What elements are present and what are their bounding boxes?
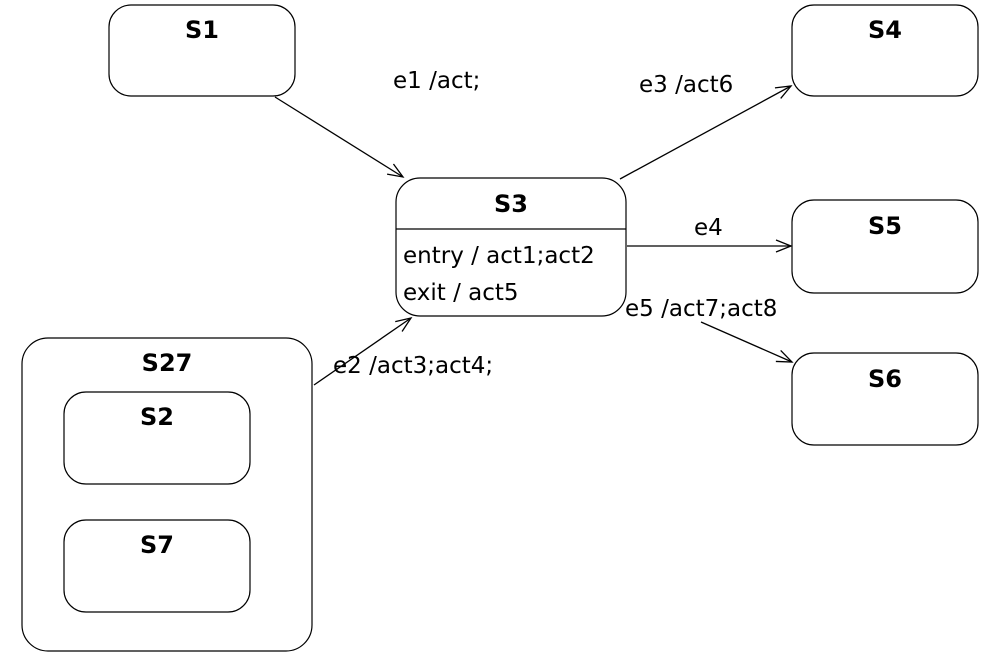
state-s4[interactable]: S4 xyxy=(791,4,979,97)
state-s7-name: S7 xyxy=(140,531,174,559)
transition-s1-s3-arrow xyxy=(274,96,405,178)
state-s4-box xyxy=(791,4,979,97)
state-s2-box xyxy=(63,391,251,485)
state-s3[interactable]: S3 entry / act1;act2 exit / act5 xyxy=(395,177,627,317)
transition-s3-s6-arrow xyxy=(700,321,794,363)
state-s6-box xyxy=(791,352,979,446)
transition-s1-s3-label: e1 /act; xyxy=(393,68,480,94)
state-s6-name: S6 xyxy=(868,365,902,393)
state-s5-name: S5 xyxy=(868,212,902,240)
state-s7[interactable]: S7 xyxy=(63,519,251,613)
state-s2[interactable]: S2 xyxy=(63,391,251,485)
transition-s3-s6[interactable]: e5 /act7;act8 xyxy=(625,296,794,363)
state-s6[interactable]: S6 xyxy=(791,352,979,446)
transition-s3-s6-label: e5 /act7;act8 xyxy=(625,296,777,322)
transition-s3-s4[interactable]: e3 /act6 xyxy=(619,72,793,180)
transition-s3-s4-label: e3 /act6 xyxy=(639,72,733,98)
transition-s3-s4-arrow xyxy=(619,85,793,180)
state-s1-box xyxy=(108,4,296,97)
transition-s1-s3[interactable]: e1 /act; xyxy=(274,68,480,178)
state-s5[interactable]: S5 xyxy=(791,199,979,294)
state-s1-name: S1 xyxy=(185,16,219,44)
state-s1[interactable]: S1 xyxy=(108,4,296,97)
state-s3-box xyxy=(395,177,627,317)
state-s3-entry-action: entry / act1;act2 xyxy=(403,243,595,269)
state-s27-name: S27 xyxy=(142,349,193,377)
state-s3-exit-action: exit / act5 xyxy=(403,280,519,306)
transition-s3-s5[interactable]: e4 xyxy=(627,215,793,253)
state-s7-box xyxy=(63,519,251,613)
transition-s27-s3[interactable]: e2 /act3;act4; xyxy=(313,317,493,386)
state-s3-name: S3 xyxy=(494,190,528,218)
transition-s27-s3-arrow xyxy=(313,317,413,386)
state-s4-name: S4 xyxy=(868,16,902,44)
transition-s3-s5-label: e4 xyxy=(694,215,723,241)
state-s2-name: S2 xyxy=(140,403,174,431)
transition-s27-s3-label: e2 /act3;act4; xyxy=(333,353,493,379)
state-s27[interactable]: S27 S2 S7 xyxy=(21,337,313,652)
